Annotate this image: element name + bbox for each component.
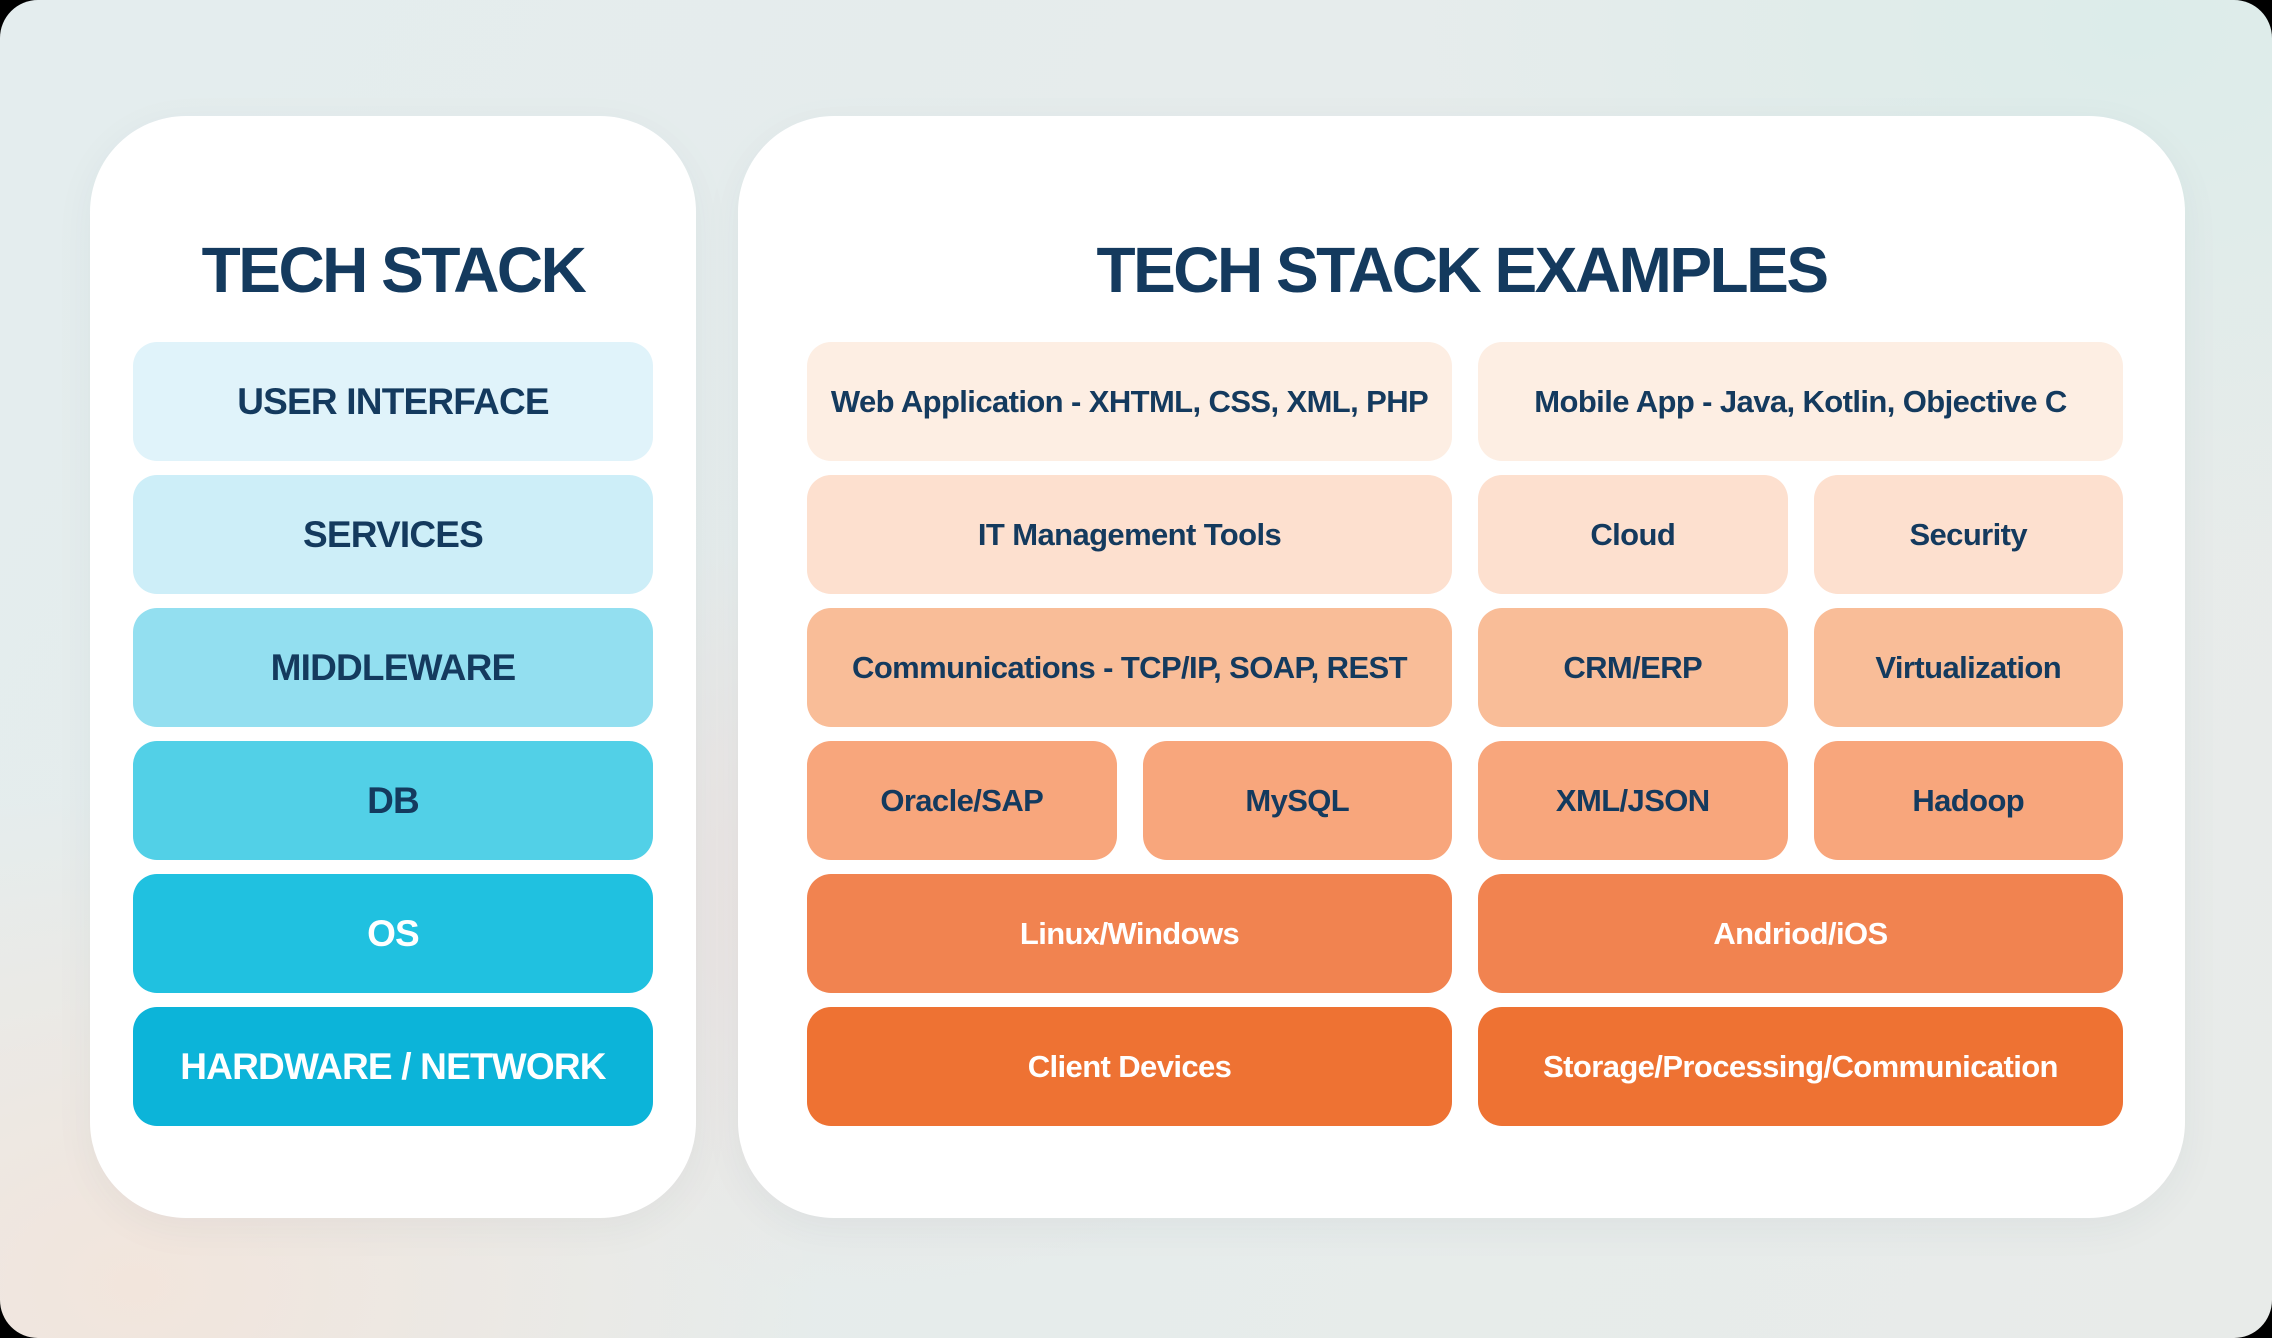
stack-layer: DB: [133, 741, 653, 860]
tech-stack-title: TECH STACK: [201, 234, 587, 306]
example-box: MySQL: [1142, 741, 1452, 860]
tech-stack-panel: TECH STACK USER INTERFACE SERVICES MIDDLEW…: [90, 116, 696, 1218]
tech-stack-examples-title: TECH STACK EXAMPLES: [1096, 234, 1829, 306]
example-box: Mobile App - Java, Kotlin, Objective C: [1478, 342, 2123, 461]
example-box: XML/JSON: [1478, 741, 1788, 860]
stack-layer: OS: [133, 874, 653, 993]
tech-stack-examples-panel: TECH STACK EXAMPLES Web Application - XH…: [738, 116, 2185, 1218]
example-box: Web Application - XHTML, CSS, XML, PHP: [807, 342, 1452, 461]
stack-layer: USER INTERFACE: [133, 342, 653, 461]
example-box: Virtualization: [1813, 608, 2123, 727]
example-box: Client Devices: [807, 1007, 1452, 1126]
example-box: Security: [1813, 475, 2123, 594]
example-box: Communications - TCP/IP, SOAP, REST: [807, 608, 1452, 727]
example-box: Oracle/SAP: [807, 741, 1117, 860]
example-box: Andriod/iOS: [1478, 874, 2123, 993]
tech-stack-layer-list: USER INTERFACE SERVICES MIDDLEWARE DB OS HARD…: [133, 342, 653, 1126]
example-box: Hadoop: [1813, 741, 2123, 860]
stack-layer: HARDWARE / NETWORK: [133, 1007, 653, 1126]
example-box: Storage/Processing/Communication: [1478, 1007, 2123, 1126]
example-box: Cloud: [1478, 475, 1788, 594]
stack-layer: MIDDLEWARE: [133, 608, 653, 727]
example-box: IT Management Tools: [807, 475, 1452, 594]
example-box: CRM/ERP: [1478, 608, 1788, 727]
stack-layer: SERVICES: [133, 475, 653, 594]
example-box: Linux/Windows: [807, 874, 1452, 993]
